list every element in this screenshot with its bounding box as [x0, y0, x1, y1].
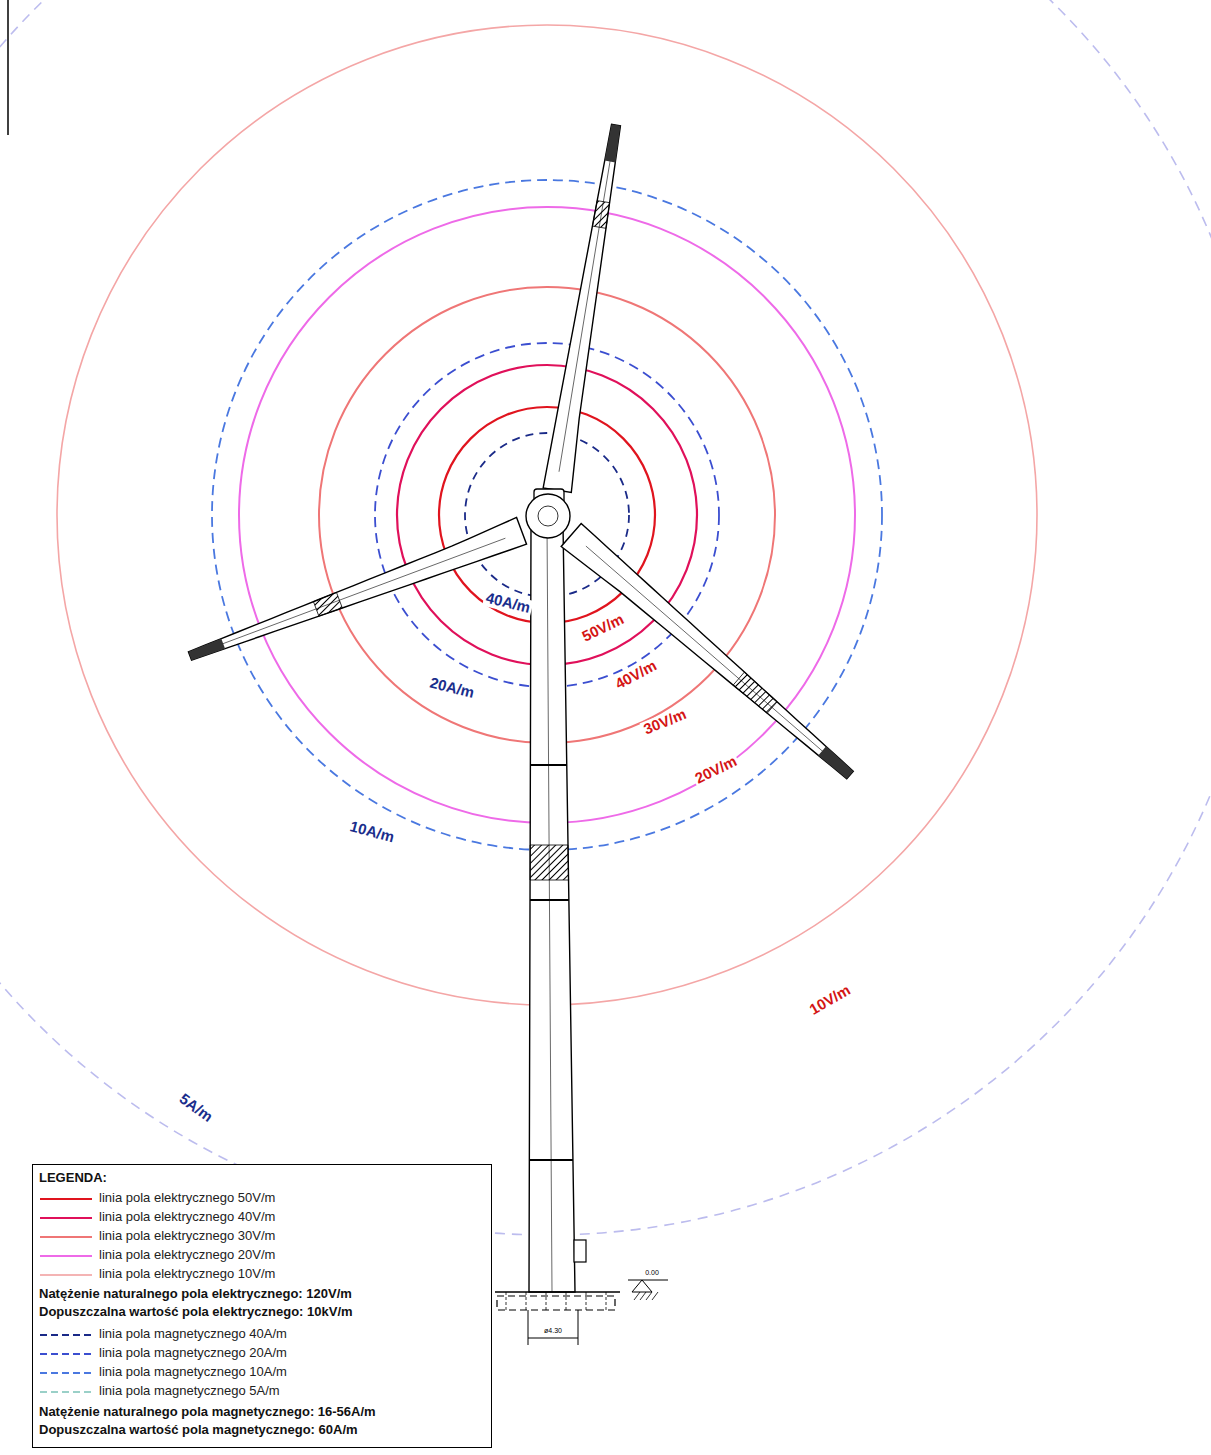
anchor: [586, 1292, 587, 1310]
legend-samples: [40, 1199, 92, 1392]
legend-note: Dopuszczalna wartość pola elektrycznego:…: [39, 1305, 353, 1319]
ground-hatch: [634, 1292, 640, 1300]
dimension-label: ø4.30: [544, 1327, 562, 1334]
tower-axis: [547, 525, 552, 1292]
anchor: [606, 1292, 607, 1310]
blade-hatch: [733, 672, 777, 713]
dim-line: [528, 1338, 578, 1339]
tower-joint: [530, 764, 566, 766]
legend-sample-line: [40, 1274, 92, 1276]
field-circle: [57, 25, 1037, 1005]
level-line: [628, 1280, 668, 1281]
legend-entry: linia pola elektrycznego 40V/m: [99, 1210, 275, 1224]
legend-sample-line: [40, 1236, 92, 1238]
legend-entry: linia pola magnetycznego 40A/m: [99, 1327, 287, 1341]
field-value-label: 20V/m: [691, 752, 742, 788]
tower-joint: [530, 899, 569, 901]
ground-hatch: [652, 1292, 658, 1300]
blade-hatch: [592, 201, 609, 229]
tower: [529, 525, 575, 1292]
legend-note: Natężenie naturalnego pola elektrycznego…: [39, 1287, 352, 1301]
tower-door: [574, 1240, 586, 1262]
legend-sample-line: [40, 1255, 92, 1257]
hub: [526, 494, 570, 538]
field-value-label: 5A/m: [175, 1089, 218, 1126]
field-value-label: 20A/m: [426, 674, 478, 702]
dim-line: [528, 1310, 529, 1345]
anchor: [526, 1292, 527, 1310]
legend-entry: linia pola magnetycznego 20A/m: [99, 1346, 287, 1360]
foundation: [497, 1296, 615, 1310]
ground-line: [495, 1291, 620, 1292]
ground-hatch: [640, 1292, 646, 1300]
field-circle: [0, 0, 1211, 1235]
tower-hatch: [530, 845, 568, 880]
frame-line: [7, 0, 9, 135]
field-lines: [0, 0, 1211, 1235]
rotor-blade: [188, 517, 526, 660]
blade-tip: [188, 638, 225, 660]
legend-sample-line: [40, 1372, 92, 1374]
hub-cap: [538, 506, 558, 526]
blade-axis: [586, 546, 845, 770]
field-value-label: 40A/m: [482, 589, 534, 617]
blade-hatch: [313, 592, 342, 616]
blade-axis: [197, 538, 506, 653]
rotor-blade: [561, 523, 853, 778]
anchor: [566, 1292, 567, 1310]
ground-hatch: [646, 1292, 652, 1300]
legend-entry: linia pola magnetycznego 5A/m: [99, 1384, 280, 1398]
dimension-label: 0.00: [645, 1269, 659, 1276]
blade-tip: [605, 124, 621, 162]
field-value-label: 10A/m: [346, 818, 398, 847]
legend-title: LEGENDA:: [39, 1171, 107, 1185]
blade-axis: [559, 132, 615, 471]
legend-entry: linia pola elektrycznego 10V/m: [99, 1267, 275, 1281]
dim-line: [578, 1310, 579, 1345]
legend-sample-line: [40, 1198, 92, 1200]
turbine: [188, 124, 853, 1345]
legend-sample-line: [40, 1353, 92, 1355]
legend-entry: linia pola elektrycznego 50V/m: [99, 1191, 275, 1205]
legend-entry: linia pola elektrycznego 30V/m: [99, 1229, 275, 1243]
rotor-blade: [543, 124, 620, 492]
legend-entry: linia pola elektrycznego 20V/m: [99, 1248, 275, 1262]
tower-joint: [529, 1159, 573, 1161]
blade-tip: [818, 746, 853, 778]
legend-note: Natężenie naturalnego pola magnetycznego…: [39, 1405, 376, 1419]
level-marker: [632, 1280, 652, 1292]
legend-entry: linia pola magnetycznego 10A/m: [99, 1365, 287, 1379]
legend-sample-line: [40, 1391, 92, 1393]
legend-sample-line: [40, 1217, 92, 1219]
field-value-label: 10V/m: [805, 981, 855, 1019]
legend-note: Dopuszczalna wartość pola magnetycznego:…: [39, 1423, 358, 1437]
legend-sample-line: [40, 1334, 92, 1336]
anchor: [546, 1292, 547, 1310]
anchor: [506, 1292, 507, 1310]
legend-box: LEGENDA: Natężenie naturalnego pola elekt…: [32, 1164, 492, 1448]
